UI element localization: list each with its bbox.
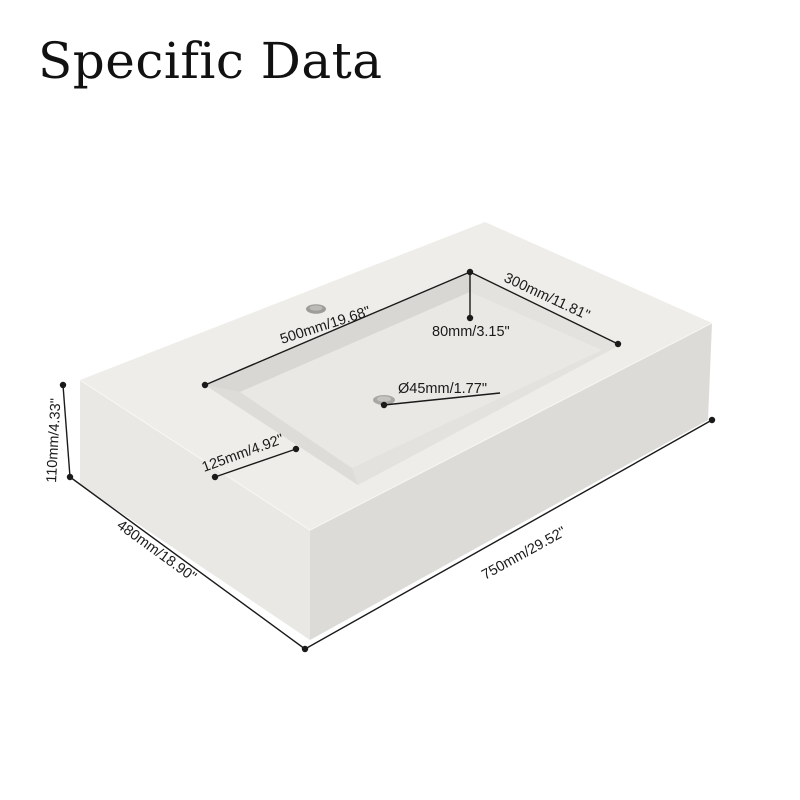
sink-right-face: [310, 323, 712, 640]
drain-diameter-label: Ø45mm/1.77": [398, 381, 487, 397]
basin-back-wall: [205, 272, 470, 392]
dim-basin-depth: 80mm/3.15": [432, 272, 510, 340]
sink-front-face: [80, 380, 310, 640]
basin: [205, 272, 620, 485]
basin-floor: [240, 292, 602, 468]
basin-left-wall: [205, 385, 358, 485]
faucet-hole: [306, 304, 326, 314]
height-label: 110mm/4.33": [44, 398, 64, 483]
basin-depth-label: 80mm/3.15": [432, 324, 510, 340]
page-title: Specific Data: [38, 32, 383, 90]
dim-drain-diameter: Ø45mm/1.77": [380, 381, 501, 409]
dim-height: 110mm/4.33": [44, 381, 74, 483]
